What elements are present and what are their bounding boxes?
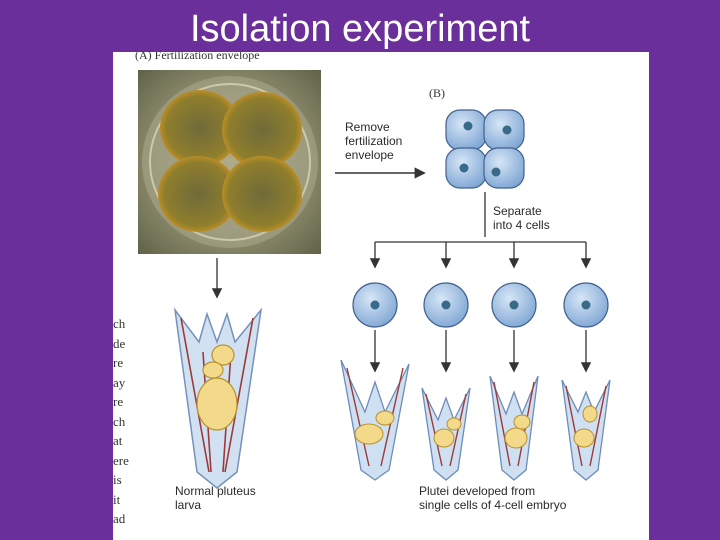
text-fragment: ere [113,452,129,468]
text-fragment: re [113,355,124,370]
separate-cells-label: Separate into 4 cells [493,204,593,232]
text-fragment: ay [113,374,126,390]
normal-pluteus-larva [173,307,263,489]
panel-b-caption: (B) [429,86,445,100]
embryo-figure: ch de re ay re ch at ere is it ad (A) Fe… [113,52,649,540]
cropped-left-text: ch de re ay re ch at ere is it ad [113,314,131,529]
text-fragment: at [113,433,123,448]
pluteus-1 [340,359,410,481]
slide-title: Isolation experiment [189,8,531,50]
pluteus-3 [489,375,539,481]
label-line: fertilization [345,134,403,148]
pluteus-4 [561,379,611,481]
label-line: envelope [345,148,394,162]
text-fragment: it [113,491,121,507]
embryo-photo-illustration [142,76,318,248]
label-line: into 4 cells [493,218,550,232]
remove-envelope-label: Remove fertilization envelope [345,120,455,162]
four-cell-embryo-photo [138,70,321,254]
isolation-diagram [173,109,611,489]
label-line: single cells of 4-cell embryo [419,498,567,512]
label-line: Remove [345,120,390,134]
label-line: Separate [493,204,542,218]
panel-a-caption: (A) Fertilization envelope [135,52,260,62]
four-cell-embryo-drawing [445,109,525,189]
text-fragment: ch [113,316,126,331]
text-fragment: re [113,394,124,409]
label-line: Normal pluteus [175,484,256,498]
isolated-cells [352,282,609,328]
text-fragment: ch [113,413,126,429]
text-fragment: de [113,335,126,351]
text-fragment: ad [113,511,126,526]
normal-pluteus-label: Normal pluteus larva [175,484,295,512]
pluteus-2 [421,387,471,481]
label-line: Plutei developed from [419,484,536,498]
label-line: larva [175,498,202,512]
text-fragment: is [113,472,122,487]
plutei-developed-label: Plutei developed from single cells of 4-… [419,484,599,512]
